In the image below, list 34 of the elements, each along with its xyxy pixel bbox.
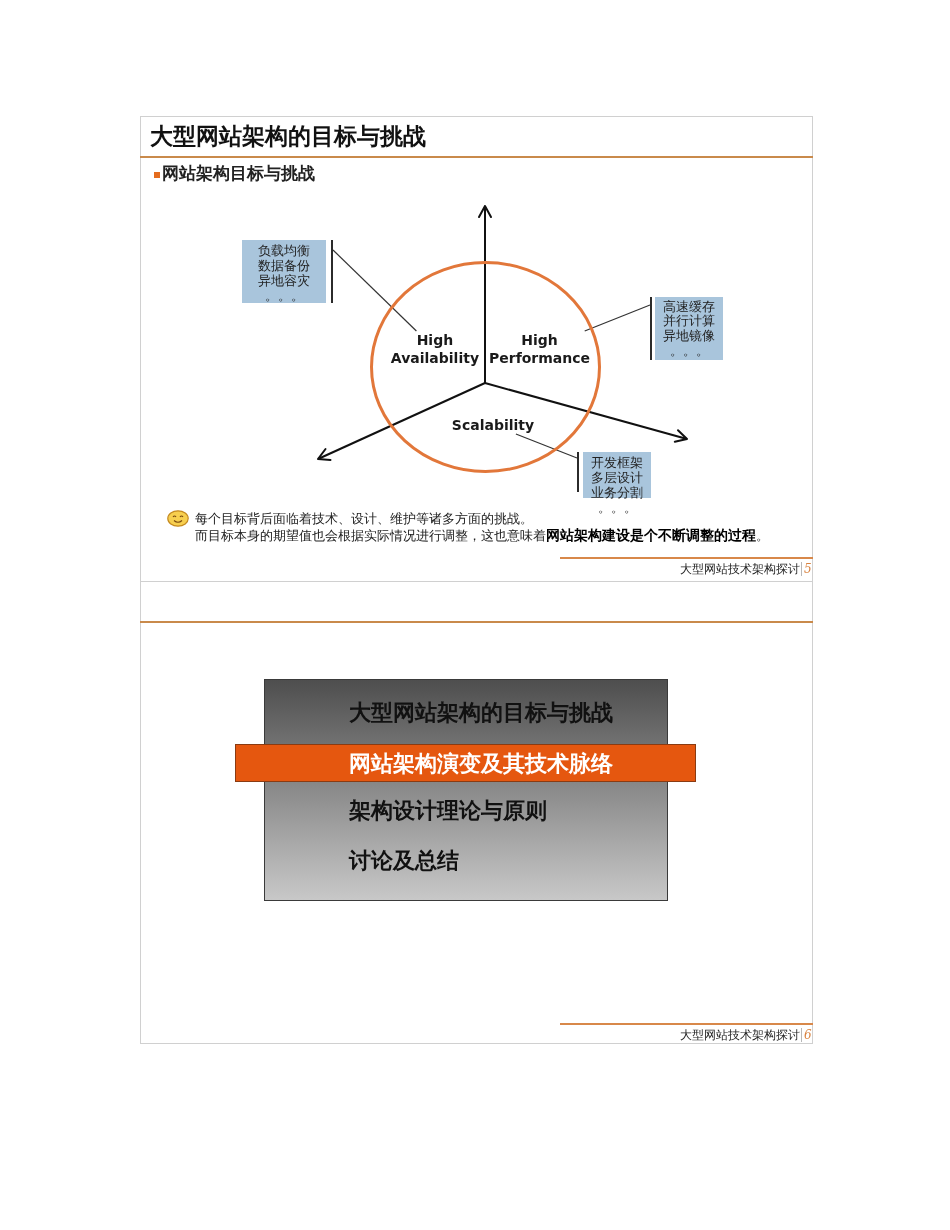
callout-box [242, 240, 333, 303]
list-item: 数据备份 [258, 258, 310, 273]
callout-box [650, 297, 723, 360]
agenda-item: 架构设计理论与原则 [349, 798, 547, 824]
callout-box [577, 452, 651, 515]
list-item: 。。。 [264, 288, 304, 303]
leader-line [584, 304, 651, 332]
agenda-item: 大型网站架构的目标与挑战 [349, 700, 613, 726]
list-item: 多层设计 [591, 469, 643, 485]
list-item: 负载均衡 [258, 243, 310, 258]
page-number: 5 [801, 562, 812, 576]
list-item: 。。。 [669, 343, 709, 359]
list-item: 业务分割 [591, 484, 643, 500]
agenda-item: 网站架构演变及其技术脉络 [349, 751, 613, 777]
list-item: 异地容灾 [258, 273, 310, 288]
list-item: 。。。 [597, 499, 637, 515]
sector-label: High Performance [489, 331, 591, 367]
sector-label: High Availability [390, 331, 479, 367]
footer-text: 大型网站技术架构探讨 [680, 1029, 800, 1042]
footer-text: 大型网站技术架构探讨 [680, 563, 800, 576]
slide-title: 大型网站架构的目标与挑战 [150, 123, 426, 149]
list-item: 并行计算 [663, 314, 715, 329]
leader-line [515, 433, 578, 459]
subtitle: 网站架构目标与挑战 [162, 163, 315, 183]
list-item: 开发框架 [591, 454, 643, 470]
leader-line [332, 249, 417, 332]
list-item: 异地镜像 [663, 328, 715, 344]
list-item: 高速缓存 [663, 299, 715, 314]
highlight-band [235, 744, 696, 782]
note-text: 每个目标背后面临着技术、设计、维护等诸多方面的挑战。 [195, 511, 533, 527]
agenda-item: 讨论及总结 [349, 848, 459, 874]
page-number: 6 [801, 1028, 812, 1042]
note-text: 而目标本身的期望值也会根据实际情况进行调整，这也意味着网站架构建设是个不断调整的过程。 [195, 526, 769, 545]
sector-label: Scalability [451, 416, 535, 434]
